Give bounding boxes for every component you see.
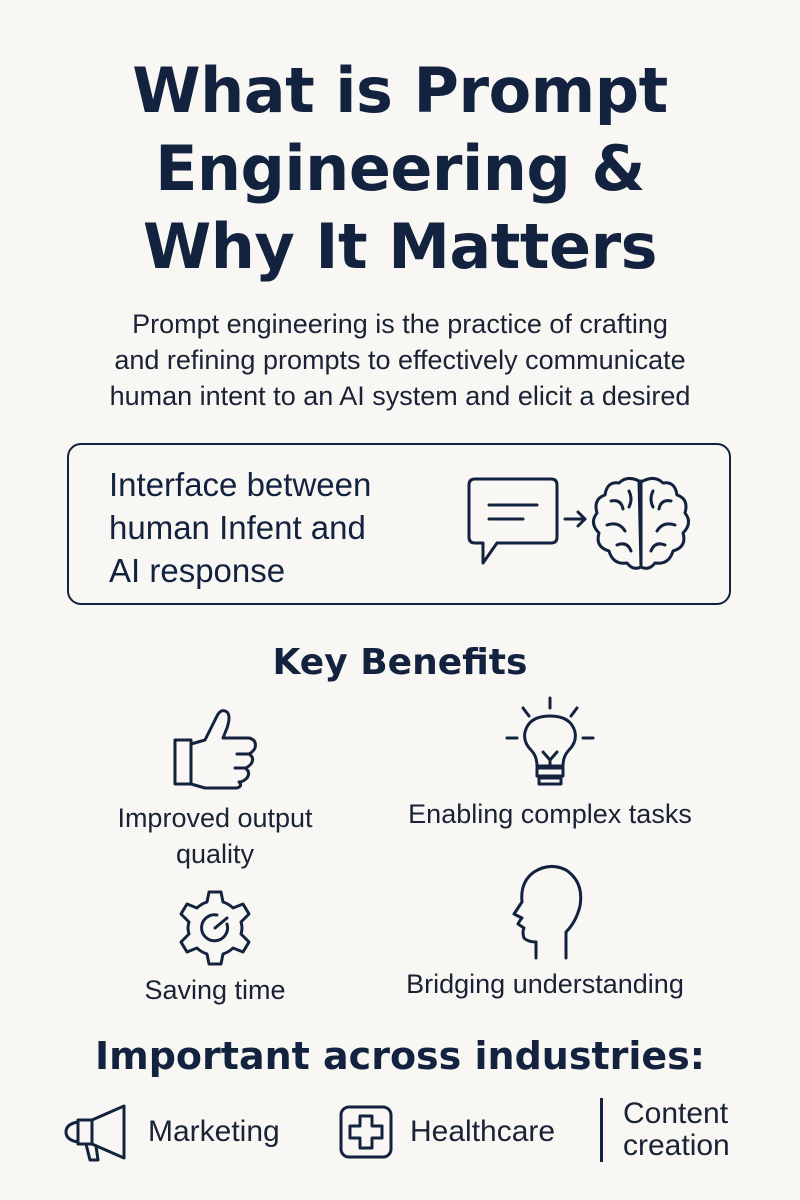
- benefit-label: Saving time: [144, 975, 286, 1005]
- industry-healthcare: Healthcare: [338, 1104, 555, 1160]
- intro-line-3: human intent to an AI system and elicit …: [109, 381, 691, 411]
- industry-marketing: Marketing: [62, 1100, 280, 1164]
- brain-icon: [592, 476, 690, 570]
- lightbulb-icon: [505, 696, 595, 786]
- industry-label: Healthcare: [410, 1115, 556, 1148]
- interface-line-1: Interface between: [109, 466, 372, 503]
- title-line-1: What is Prompt: [132, 54, 668, 127]
- benefit-bridging-understanding: Bridging understanding: [370, 858, 720, 1002]
- content-creation-label: Content creation: [623, 1098, 730, 1162]
- gear-icon: [179, 890, 251, 966]
- head-profile-icon: [512, 865, 583, 960]
- intro-paragraph: Prompt engineering is the practice of cr…: [40, 306, 760, 414]
- interface-line-2: human Infent and: [109, 509, 366, 546]
- industry-label: Content: [623, 1097, 729, 1130]
- title-line-3: Why It Matters: [142, 210, 658, 283]
- thumbs-up-icon: [173, 709, 257, 790]
- page-title: What is Prompt Engineering & Why It Matt…: [0, 52, 800, 286]
- benefit-saving-time: Saving time: [100, 888, 330, 1008]
- benefit-label: Bridging understanding: [406, 969, 684, 999]
- industry-label-2: creation: [623, 1129, 730, 1162]
- megaphone-icon: [64, 1104, 126, 1162]
- intro-line-1: Prompt engineering is the practice of cr…: [132, 309, 668, 339]
- medical-cross-icon: [339, 1105, 393, 1159]
- interface-card: Interface between human Infent and AI re…: [67, 443, 731, 605]
- benefits-heading: Key Benefits: [272, 642, 528, 683]
- interface-graphic: [467, 476, 690, 570]
- benefit-label: Enabling complex tasks: [408, 799, 692, 829]
- divider-line: [600, 1098, 603, 1162]
- industry-label: Marketing: [148, 1115, 280, 1148]
- industry-content-creation: Content creation: [600, 1098, 730, 1162]
- benefit-label: Improved output: [117, 803, 313, 833]
- benefit-label-2: quality: [175, 839, 255, 869]
- arrow-right-icon: [563, 510, 587, 528]
- interface-line-3: AI response: [109, 552, 286, 589]
- benefit-improved-output: Improved output quality: [80, 704, 350, 872]
- interface-card-text: Interface between human Infent and AI re…: [109, 463, 449, 592]
- benefit-complex-tasks: Enabling complex tasks: [380, 694, 720, 832]
- chat-bubble-icon: [467, 477, 559, 565]
- industries-heading: Important across industries:: [95, 1034, 705, 1078]
- intro-line-2: and refining prompts to effectively comm…: [114, 345, 686, 375]
- title-line-2: Engineering &: [155, 132, 645, 205]
